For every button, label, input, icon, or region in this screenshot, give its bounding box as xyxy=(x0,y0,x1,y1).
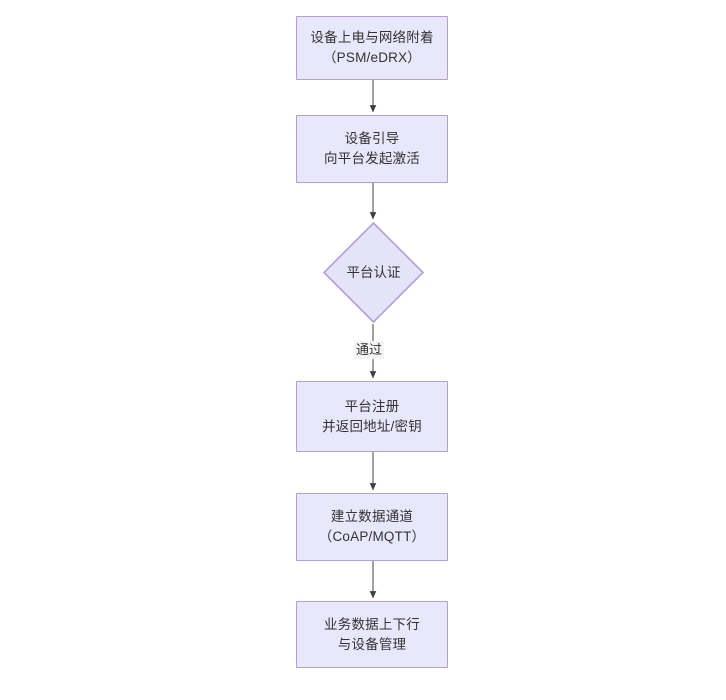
node-label: 设备上电与网络附着 （PSM/eDRX） xyxy=(310,30,434,65)
node-device-bootstrap[interactable]: 设备引导 向平台发起激活 xyxy=(296,115,448,183)
node-label: 平台认证 xyxy=(346,264,401,280)
node-label: 平台注册 并返回地址/密钥 xyxy=(322,398,422,434)
edge-label-pass: 通过 xyxy=(354,341,385,359)
diamond-shape-icon xyxy=(323,222,424,323)
node-platform-authentication[interactable]: 平台认证 xyxy=(323,222,424,323)
node-platform-registration[interactable]: 平台注册 并返回地址/密钥 xyxy=(296,381,448,452)
node-business-data-and-device-management[interactable]: 业务数据上下行 与设备管理 xyxy=(296,601,448,668)
node-label: 设备引导 向平台发起激活 xyxy=(324,131,420,166)
node-device-power-on[interactable]: 设备上电与网络附着 （PSM/eDRX） xyxy=(296,16,448,80)
node-establish-data-channel[interactable]: 建立数据通道 （CoAP/MQTT） xyxy=(296,493,448,561)
node-label: 业务数据上下行 与设备管理 xyxy=(324,616,420,652)
node-label: 建立数据通道 （CoAP/MQTT） xyxy=(318,509,426,544)
